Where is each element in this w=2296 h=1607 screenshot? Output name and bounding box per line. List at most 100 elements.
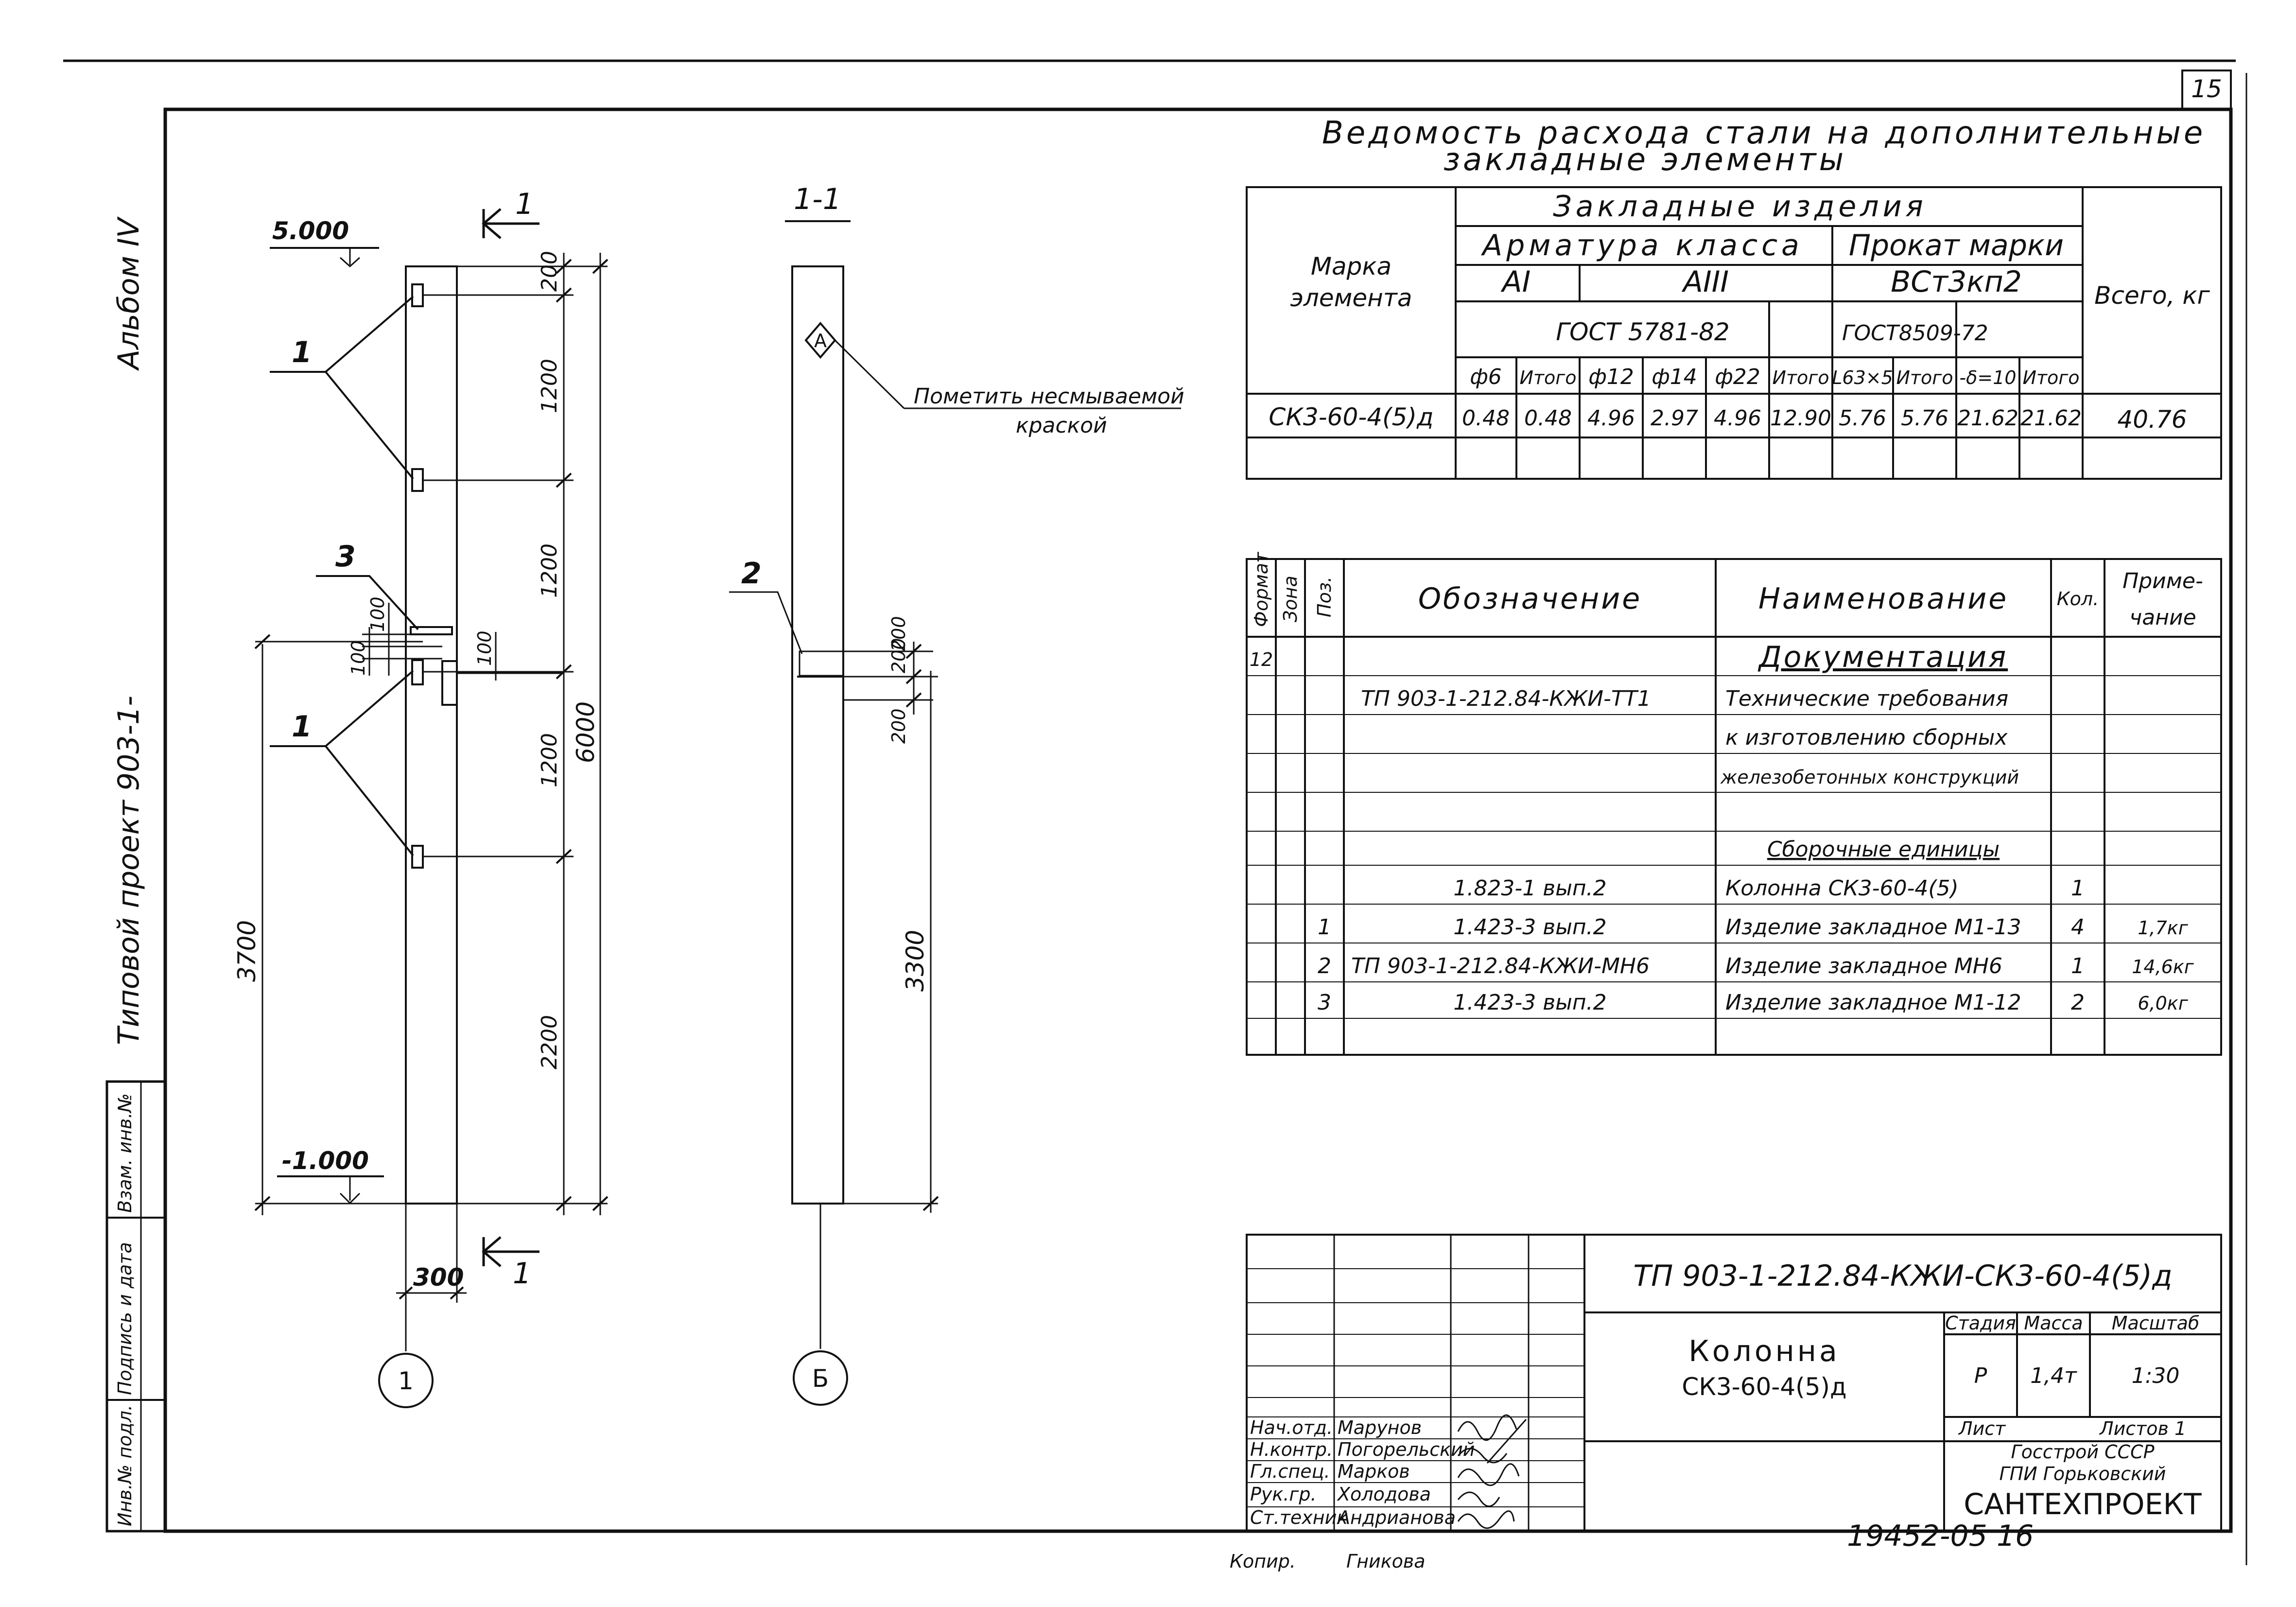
steel-gost-rolled: ГОСТ8509-72	[1842, 321, 1988, 346]
project-label: Типовой проект 903-1-	[112, 696, 146, 1045]
steel-hdr-total: Всего, кг	[2094, 281, 2210, 310]
dim-3300: 3300	[901, 930, 929, 992]
tb-role: Гл.спец.	[1250, 1461, 1330, 1482]
spec-row-name: Изделие закладное М1-13	[1725, 915, 2021, 940]
tb-sheets: Листов 1	[2099, 1418, 2186, 1439]
steel-sub-col: Итого	[1896, 367, 1953, 388]
tb-org2: ГПИ Горьковский	[1999, 1463, 2166, 1485]
steel-sub-headers: ф6 Итого ф12 ф14 ф22 Итого L63×5 Итого -…	[1470, 365, 2079, 389]
stamp-repl: Взам. инв.№	[114, 1093, 136, 1213]
spec-row-name: Изделие закладное МН6	[1725, 954, 2002, 978]
tb-name-2: СК3-60-4(5)д	[1682, 1373, 1846, 1401]
steel-cls-A3: АIII	[1681, 265, 1729, 299]
steel-row-total: 40.76	[2117, 405, 2187, 434]
tb-person: Холодова	[1337, 1484, 1431, 1505]
signatures	[1457, 1414, 1527, 1529]
steel-value: 0.48	[1462, 406, 1510, 431]
steel-value: 5.76	[1901, 406, 1948, 431]
spec-row-pos: 2	[1318, 954, 1331, 978]
dim-100-b: 100	[367, 596, 388, 632]
footer-copied: Копир.	[1230, 1551, 1296, 1572]
tb-role: Рук.гр.	[1250, 1484, 1317, 1505]
axis-B-label: Б	[812, 1364, 829, 1393]
steel-value: 5.76	[1839, 406, 1886, 431]
tb-person: Марунов	[1338, 1417, 1422, 1438]
dim-100-a: 100	[348, 640, 369, 676]
dim-200-b: 200	[888, 616, 909, 651]
spec-row-code: ТП 903-1-212.84-КЖИ-МН6	[1351, 954, 1650, 978]
steel-value: 21.62	[1957, 406, 2018, 431]
spec-row-note: 14,6кг	[2132, 956, 2194, 978]
steel-sub-col: ф22	[1715, 365, 1760, 389]
tb-role: Н.контр.	[1250, 1439, 1333, 1460]
steel-rolled-mark: ВСт3кп2	[1891, 265, 2022, 299]
steel-title-1: Ведомость расхода стали на дополнительны…	[1322, 115, 2206, 151]
column-elevation	[254, 208, 609, 1408]
elev-bottom: -1.000	[282, 1147, 369, 1175]
leader-2: 2	[741, 557, 762, 591]
album-label: Альбом IV	[112, 216, 146, 371]
spec-row-name: Технические требования	[1725, 686, 2008, 711]
steel-sub-col: ф14	[1652, 365, 1697, 389]
steel-col-mark-2: элемента	[1290, 284, 1412, 312]
steel-hdr-rolled: Прокат марки	[1849, 228, 2064, 262]
steel-sub-col: Итого	[1519, 367, 1576, 388]
steel-row-values: 0.48 0.48 4.96 2.97 4.96 12.90 5.76 5.76…	[1462, 406, 2082, 431]
sheet-number: 15	[2191, 75, 2222, 103]
steel-sub-col: ф6	[1470, 365, 1502, 389]
leader-1-upper: 1	[292, 335, 312, 369]
section-title: 1-1	[794, 182, 841, 216]
tb-mass: 1,4т	[2030, 1363, 2077, 1388]
spec-hdr-note-2: чание	[2129, 605, 2196, 630]
footer-copier: Гникова	[1346, 1551, 1426, 1572]
spec-row-name: Сборочные единицы	[1767, 837, 2000, 862]
leader-3: 3	[335, 540, 356, 574]
spec-row-qty: 2	[2071, 990, 2085, 1015]
spec-row-note: 6,0кг	[2138, 993, 2188, 1014]
dim-300: 300	[413, 1263, 464, 1292]
spec-row-pos: 3	[1318, 990, 1331, 1015]
spec-row-code: ТП 903-1-212.84-КЖИ-ТТ1	[1361, 686, 1651, 711]
spec-hdr-note-1: Приме-	[2122, 569, 2203, 594]
spec-hdr-qty: Кол.	[2057, 588, 2099, 610]
steel-value: 2.97	[1651, 406, 1698, 431]
tb-scale: 1:30	[2132, 1363, 2180, 1388]
tb-org1: Госстрой СССР	[2011, 1441, 2154, 1463]
spec-hdr-zone: Зона	[1280, 576, 1301, 622]
tb-hdr-stage: Стадия	[1945, 1312, 2016, 1334]
steel-value: 0.48	[1524, 406, 1572, 431]
steel-value: 12.90	[1770, 406, 1831, 431]
spec-row-fmt: 12	[1250, 649, 1273, 670]
elev-top: 5.000	[272, 217, 349, 245]
steel-schedule: Ведомость расхода стали на дополнительны…	[1246, 115, 2222, 480]
spec-row-name: железобетонных конструкций	[1720, 767, 2019, 788]
stamp-inv: Инв.№ подл.	[114, 1405, 136, 1526]
tb-hdr-mass: Масса	[2024, 1312, 2083, 1334]
tb-person: Андрианова	[1336, 1507, 1456, 1528]
steel-col-mark-1: Марка	[1311, 252, 1392, 280]
tb-role: Нач.отд.	[1250, 1417, 1333, 1438]
spec-row-note: 1,7кг	[2138, 917, 2188, 939]
footer-number: 19452-05 16	[1847, 1519, 2034, 1553]
dim-1200-1: 1200	[537, 359, 562, 413]
steel-gost-rebar: ГОСТ 5781-82	[1556, 318, 1729, 346]
column-section-view	[729, 220, 1181, 1406]
stamp-sign: Подпись и дата	[114, 1242, 136, 1395]
tb-people: Нач.отд. Марунов Н.контр. Погорельский Г…	[1250, 1417, 1475, 1528]
tb-sheet: Лист	[1958, 1418, 2006, 1439]
tb-org3: САНТЕХПРОЕКТ	[1964, 1487, 2202, 1521]
spec-row-code: 1.423-3 вып.2	[1453, 990, 1606, 1015]
steel-sub-col: ф12	[1588, 365, 1634, 389]
steel-sub-col: -δ=10	[1959, 367, 2016, 388]
column-section-labels: 1-1 А Пометить несмываемой краской 2 200…	[741, 182, 1184, 1393]
steel-row-mark: СК3-60-4(5)д	[1269, 403, 1433, 431]
tb-person: Марков	[1338, 1461, 1410, 1482]
spec-hdr-pos: Поз.	[1314, 576, 1335, 617]
doc-code: ТП 903-1-212.84-КЖИ-СК3-60-4(5)д	[1633, 1259, 2172, 1293]
spec-row-name: Колонна СК3-60-4(5)	[1725, 876, 1959, 901]
steel-cls-A1: АI	[1500, 265, 1531, 299]
spec-hdr-name: Наименование	[1758, 582, 2008, 616]
steel-value: 21.62	[2020, 406, 2082, 431]
column-elevation-labels: 5.000 -1.000 1 1 1 1 3 200 1200 1200 120…	[233, 187, 600, 1395]
dim-1200-3: 1200	[537, 733, 562, 787]
